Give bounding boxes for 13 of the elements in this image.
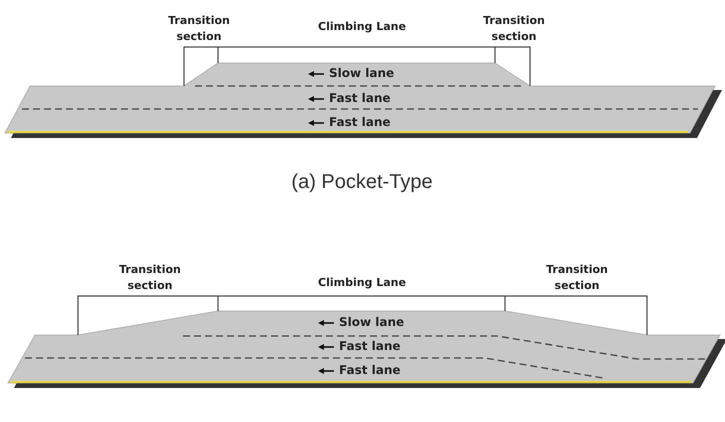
section-label: Transition section [545,262,609,294]
section-label: Climbing Lane [317,275,407,291]
lane-label: Fast lane [339,338,401,354]
section-label: Climbing Lane [317,19,407,35]
lane-label: Fast lane [329,90,391,106]
lane-label: Slow lane [329,65,394,81]
caption: (a) Pocket-Type [290,174,434,190]
lane-label: Slow lane [339,314,404,330]
section-label: Transition section [167,13,231,45]
section-label: Transition section [482,13,546,45]
section-label: Transition section [118,262,182,294]
lane-label: Fast lane [339,362,401,378]
lane-label: Fast lane [329,114,391,130]
